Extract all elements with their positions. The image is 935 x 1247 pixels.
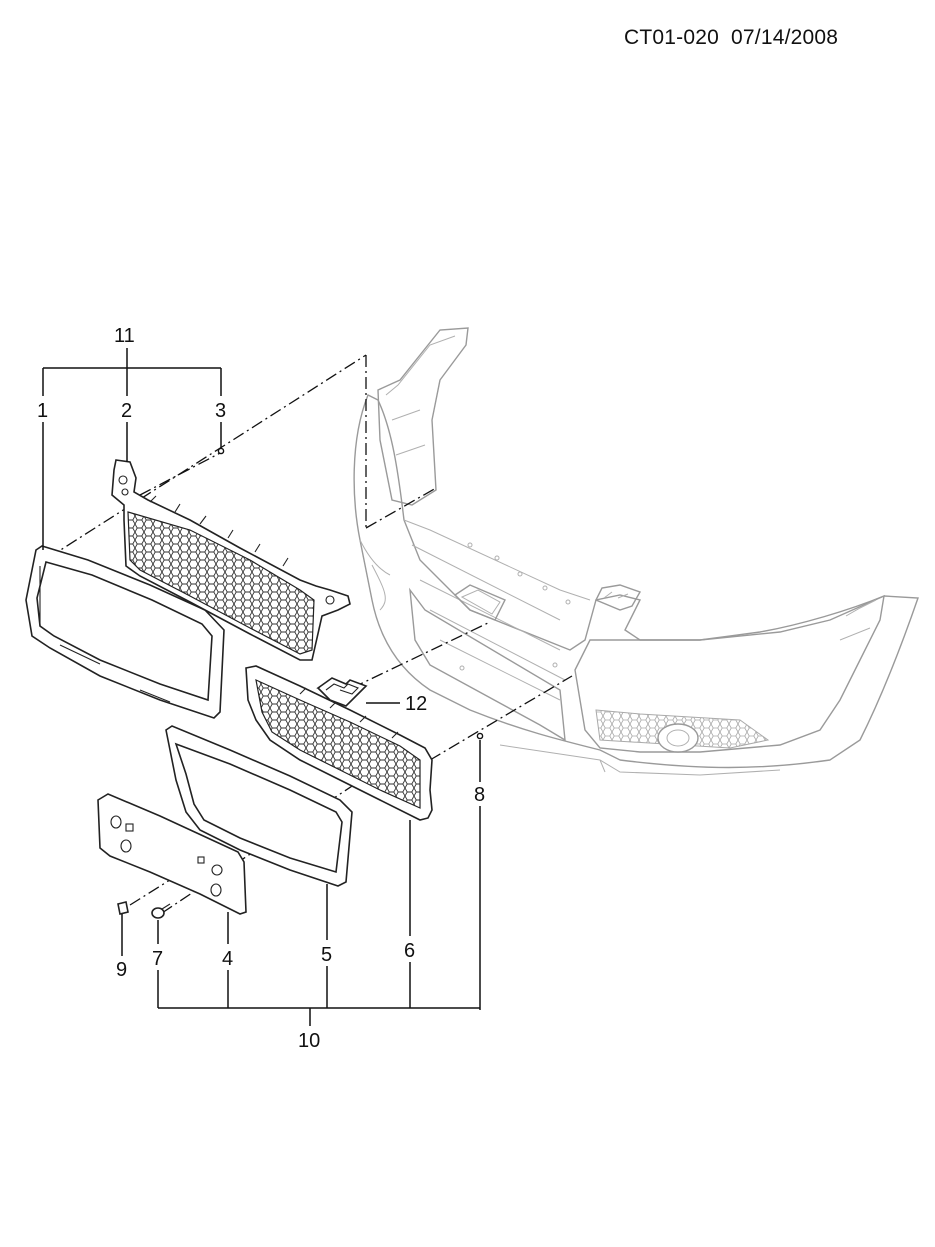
callout-7: 7 [152,948,163,970]
callout-10: 10 [298,1030,320,1052]
part-7-screw [151,903,171,919]
callout-labels: 11 1 2 3 12 8 6 5 4 7 9 10 [37,325,485,1052]
part-5-lower-grille-frame [165,725,353,887]
callout-8: 8 [474,784,485,806]
callout-9: 9 [116,959,127,981]
callout-2: 2 [121,400,132,422]
part-4-license-plate-bracket [97,793,247,915]
callout-5: 5 [321,944,332,966]
callout-11: 11 [114,325,135,347]
part-1-upper-grille-frame [25,545,225,719]
callout-6: 6 [404,940,415,962]
callout-4: 4 [222,948,233,970]
callout-12: 12 [405,693,427,715]
part-9-clip [117,901,129,915]
part-6-lower-grille [245,665,433,821]
part-2-upper-grille [111,459,351,661]
fastener-3 [217,447,225,455]
front-bumper-outline [353,327,919,776]
leader-lines [42,348,481,1026]
callout-1: 1 [37,400,48,422]
fastener-8 [476,732,484,740]
part-12-emblem [316,677,368,707]
callout-3: 3 [215,400,226,422]
diagram-code-date: CT01-020 07/14/2008 [624,26,839,49]
